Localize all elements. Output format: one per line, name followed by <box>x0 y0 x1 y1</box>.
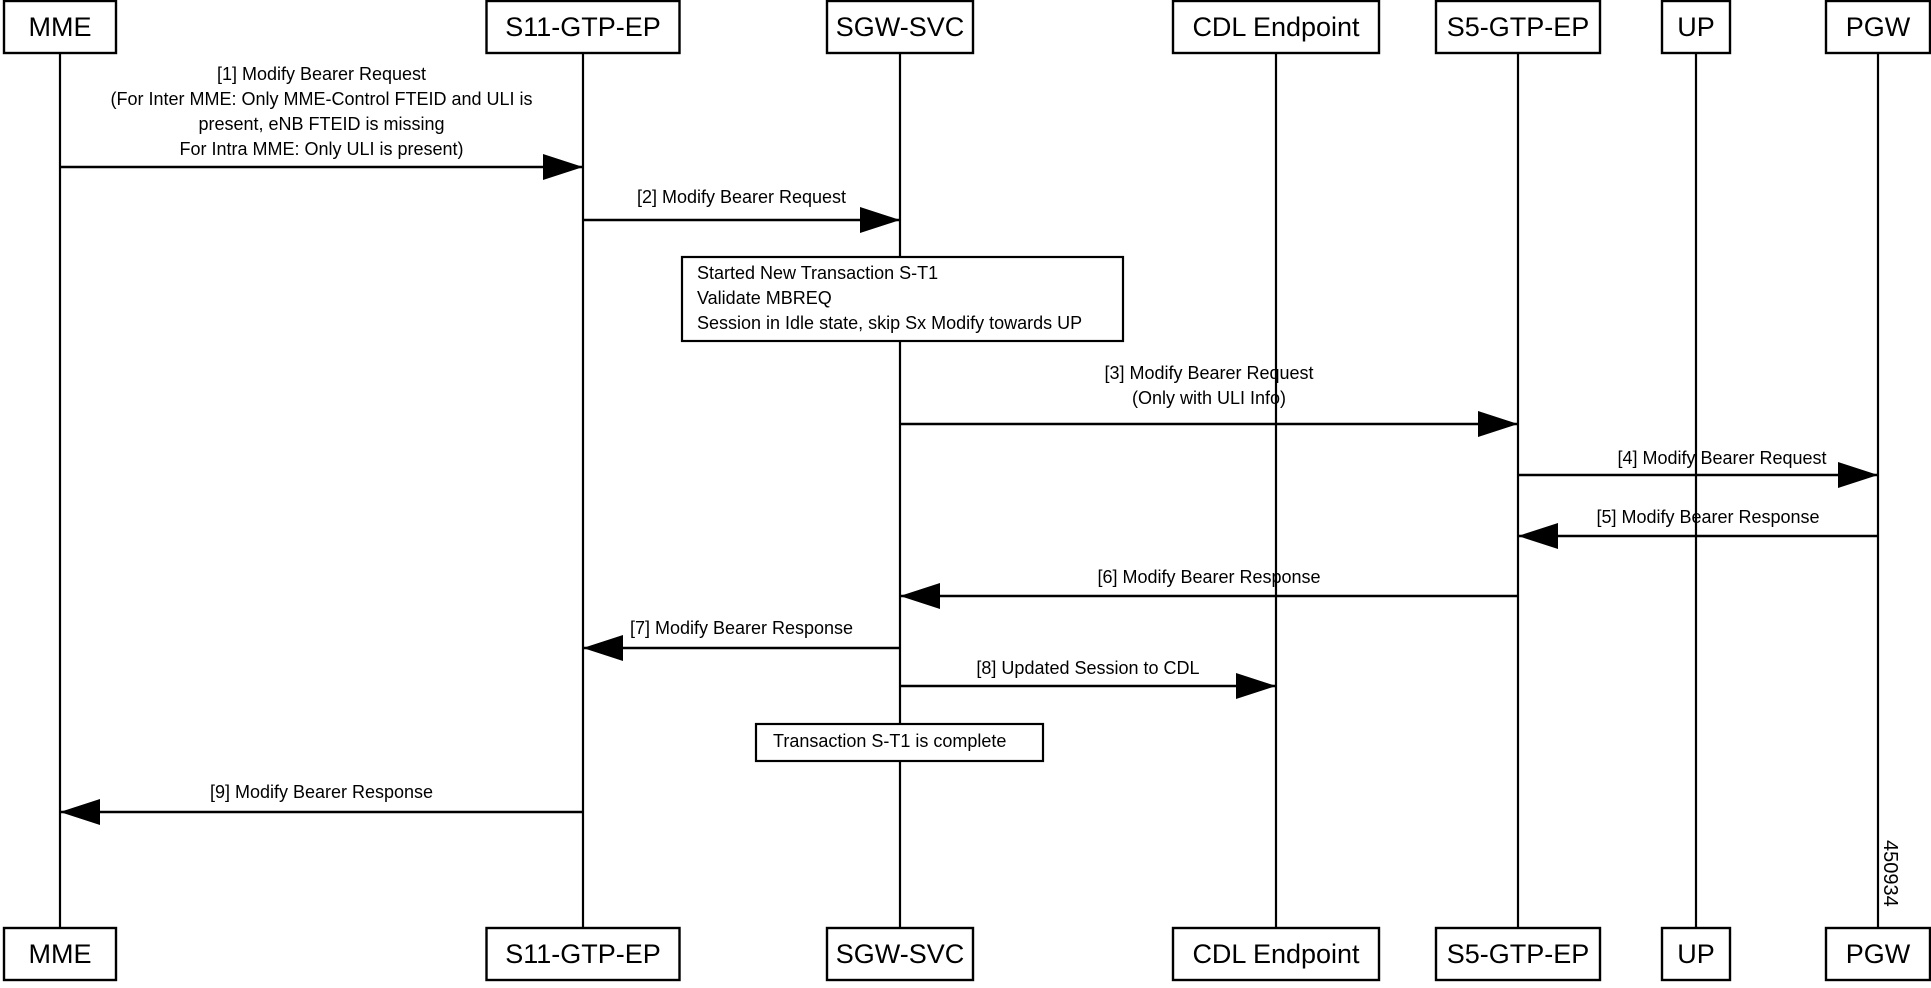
note-box <box>680 255 1125 343</box>
actor-s11-bottom: S11-GTP-EP <box>485 926 681 982</box>
actor-box <box>1660 926 1732 982</box>
message-label: [3] Modify Bearer Request <box>1104 363 1313 383</box>
actor-sgw-bottom: SGW-SVC <box>825 926 975 982</box>
actor-label: S11-GTP-EP <box>505 939 661 969</box>
message-label: [1] Modify Bearer Request <box>217 64 426 84</box>
message-label: (For Inter MME: Only MME-Control FTEID a… <box>110 89 532 109</box>
actor-mme-bottom: MME <box>2 926 118 982</box>
message-2: [2] Modify Bearer Request <box>583 187 900 233</box>
actor-s11-top: S11-GTP-EP <box>485 0 681 55</box>
message-9: [9] Modify Bearer Response <box>60 782 583 825</box>
message-label: [7] Modify Bearer Response <box>630 618 853 638</box>
actor-box <box>825 0 975 55</box>
note-text: Session in Idle state, skip Sx Modify to… <box>697 313 1082 333</box>
actor-label: PGW <box>1846 12 1911 42</box>
actor-s5-top: S5-GTP-EP <box>1434 0 1602 55</box>
note-text: Validate MBREQ <box>697 288 832 308</box>
actor-box <box>2 926 118 982</box>
figure-id: 450934 <box>1879 840 1901 907</box>
message-5: [5] Modify Bearer Response <box>1518 507 1878 549</box>
actor-label: S5-GTP-EP <box>1447 939 1590 969</box>
message-1: [1] Modify Bearer Request (For Inter MME:… <box>60 64 583 180</box>
actor-label: SGW-SVC <box>836 939 965 969</box>
actor-mme-top: MME <box>2 0 118 55</box>
actor-pgw-top: PGW <box>1824 0 1931 55</box>
actor-cdl-bottom: CDL Endpoint <box>1171 926 1381 982</box>
actor-box <box>1171 926 1381 982</box>
actor-label: UP <box>1677 939 1715 969</box>
actor-s5-bottom: S5-GTP-EP <box>1434 926 1602 982</box>
actor-box <box>485 0 681 55</box>
actor-box <box>1434 0 1602 55</box>
message-3: [3] Modify Bearer Request (Only with ULI … <box>900 363 1518 437</box>
actor-box <box>1824 0 1931 55</box>
message-label: (Only with ULI Info) <box>1132 388 1286 408</box>
actor-box <box>1171 0 1381 55</box>
actor-label: PGW <box>1846 939 1911 969</box>
message-label: [2] Modify Bearer Request <box>637 187 846 207</box>
actor-label: S11-GTP-EP <box>505 12 661 42</box>
actor-label: CDL Endpoint <box>1192 12 1360 42</box>
message-label: [5] Modify Bearer Response <box>1596 507 1819 527</box>
actor-up-bottom: UP <box>1660 926 1732 982</box>
actor-label: MME <box>29 939 92 969</box>
message-label: [9] Modify Bearer Response <box>210 782 433 802</box>
note-text: Started New Transaction S-T1 <box>697 263 938 283</box>
message-4: [4] Modify Bearer Request <box>1518 448 1878 488</box>
message-6: [6] Modify Bearer Response <box>900 567 1518 609</box>
actor-label: MME <box>29 12 92 42</box>
actor-label: UP <box>1677 12 1715 42</box>
actor-label: SGW-SVC <box>836 12 965 42</box>
actor-box <box>1434 926 1602 982</box>
message-label: [6] Modify Bearer Response <box>1097 567 1320 587</box>
message-8: [8] Updated Session to CDL <box>900 658 1276 699</box>
actor-box <box>485 926 681 982</box>
message-7: [7] Modify Bearer Response <box>583 618 900 661</box>
message-label: [8] Updated Session to CDL <box>976 658 1199 678</box>
note-text: Transaction S-T1 is complete <box>773 731 1006 751</box>
actor-box <box>1660 0 1732 55</box>
actor-box <box>2 0 118 55</box>
actor-pgw-bottom: PGW <box>1824 926 1931 982</box>
actor-label: CDL Endpoint <box>1192 939 1360 969</box>
actor-cdl-top: CDL Endpoint <box>1171 0 1381 55</box>
note-box <box>754 722 1045 763</box>
actor-sgw-top: SGW-SVC <box>825 0 975 55</box>
note-2: Transaction S-T1 is complete <box>754 722 1045 763</box>
message-label: For Intra MME: Only ULI is present) <box>179 139 463 159</box>
message-label: [4] Modify Bearer Request <box>1617 448 1826 468</box>
actor-box <box>1824 926 1931 982</box>
actor-box <box>825 926 975 982</box>
actor-up-top: UP <box>1660 0 1732 55</box>
message-label: present, eNB FTEID is missing <box>198 114 444 134</box>
actor-label: S5-GTP-EP <box>1447 12 1590 42</box>
